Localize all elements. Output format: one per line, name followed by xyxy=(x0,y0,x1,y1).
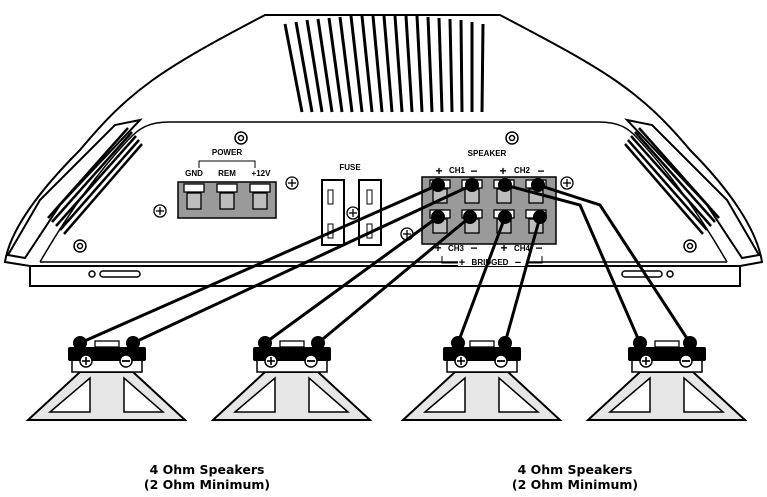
ch1-plus: + xyxy=(435,164,442,178)
minus-terminal-icon xyxy=(304,354,318,368)
heatsink-fins-left xyxy=(6,118,143,260)
minus-terminal-icon xyxy=(494,354,508,368)
wire-ch3-minus xyxy=(316,215,472,345)
ch4-plus: + xyxy=(500,241,507,255)
speaker-block-title: SPEAKER xyxy=(468,149,507,158)
heatsink-fins-top xyxy=(283,15,485,113)
screw-icon xyxy=(505,131,519,145)
ch4-label: CH4 xyxy=(514,244,531,253)
caption-left: 4 Ohm Speakers (2 Ohm Minimum) xyxy=(107,462,307,492)
mounting-slots xyxy=(88,270,674,278)
minus-terminal-icon xyxy=(119,354,133,368)
minus-terminal-icon xyxy=(679,354,693,368)
bridged-label: BRIDGED xyxy=(472,258,509,267)
plus-terminal-icon xyxy=(264,354,278,368)
power-terminal-12v xyxy=(249,183,271,210)
ch1-minus: − xyxy=(470,164,477,178)
power-terminal-gnd xyxy=(183,183,205,210)
caption-right-line1: 4 Ohm Speakers xyxy=(517,462,633,477)
caption-right-line2: (2 Ohm Minimum) xyxy=(511,477,639,492)
ch2-plus: + xyxy=(499,164,506,178)
fuse-label: FUSE xyxy=(339,163,361,172)
terminal-contacts xyxy=(431,178,547,224)
screws xyxy=(73,131,697,253)
bridged-plus: + xyxy=(459,257,465,269)
power-terminals xyxy=(183,183,271,210)
ch2-minus: − xyxy=(537,164,544,178)
wire-ch2-plus xyxy=(503,183,642,345)
phillips-screw-icon xyxy=(560,176,574,190)
wire-ch1-plus xyxy=(78,183,440,345)
heatsink-fins-right xyxy=(624,118,761,260)
phillips-screws xyxy=(153,176,574,241)
ch3-plus: + xyxy=(434,241,441,255)
phillips-screw-icon xyxy=(285,176,299,190)
amplifier-body xyxy=(3,14,764,287)
ch4-minus: − xyxy=(535,241,542,255)
ch3-label: CH3 xyxy=(448,244,465,253)
caption-left-line1: 4 Ohm Speakers xyxy=(149,462,265,477)
power-terminal-label-gnd: GND xyxy=(185,169,203,178)
phillips-screw-icon xyxy=(153,204,167,218)
plus-terminal-icon xyxy=(639,354,653,368)
speaker-3 xyxy=(400,336,563,421)
plus-terminal-icon xyxy=(454,354,468,368)
plus-terminal-icon xyxy=(79,354,93,368)
caption-right: 4 Ohm Speakers (2 Ohm Minimum) xyxy=(475,462,675,492)
power-title: POWER xyxy=(212,148,242,157)
power-terminal-label-12v: +12V xyxy=(252,169,272,178)
wire-ch4-plus xyxy=(456,215,507,345)
ch1-label: CH1 xyxy=(449,166,466,175)
power-terminal-label-rem: REM xyxy=(218,169,236,178)
screw-icon xyxy=(73,239,87,253)
power-terminal-block: POWER GND REM +12V xyxy=(177,148,277,219)
ch2-label: CH2 xyxy=(514,166,531,175)
caption-left-line2: (2 Ohm Minimum) xyxy=(143,477,271,492)
speaker-1 xyxy=(25,336,188,421)
screw-icon xyxy=(683,239,697,253)
speaker-wires xyxy=(78,183,692,345)
speaker-2 xyxy=(210,336,373,421)
wire-ch2-minus xyxy=(536,183,692,345)
speaker-4 xyxy=(585,336,748,421)
power-terminal-rem xyxy=(216,183,238,210)
wire-ch4-minus xyxy=(503,215,542,345)
phillips-screw-icon xyxy=(346,206,360,220)
bridged-minus: − xyxy=(515,257,521,269)
ch3-minus: − xyxy=(470,241,477,255)
wire-ch1-minus xyxy=(131,183,474,345)
wire-ch3-plus xyxy=(263,215,440,345)
screw-icon xyxy=(234,131,248,145)
